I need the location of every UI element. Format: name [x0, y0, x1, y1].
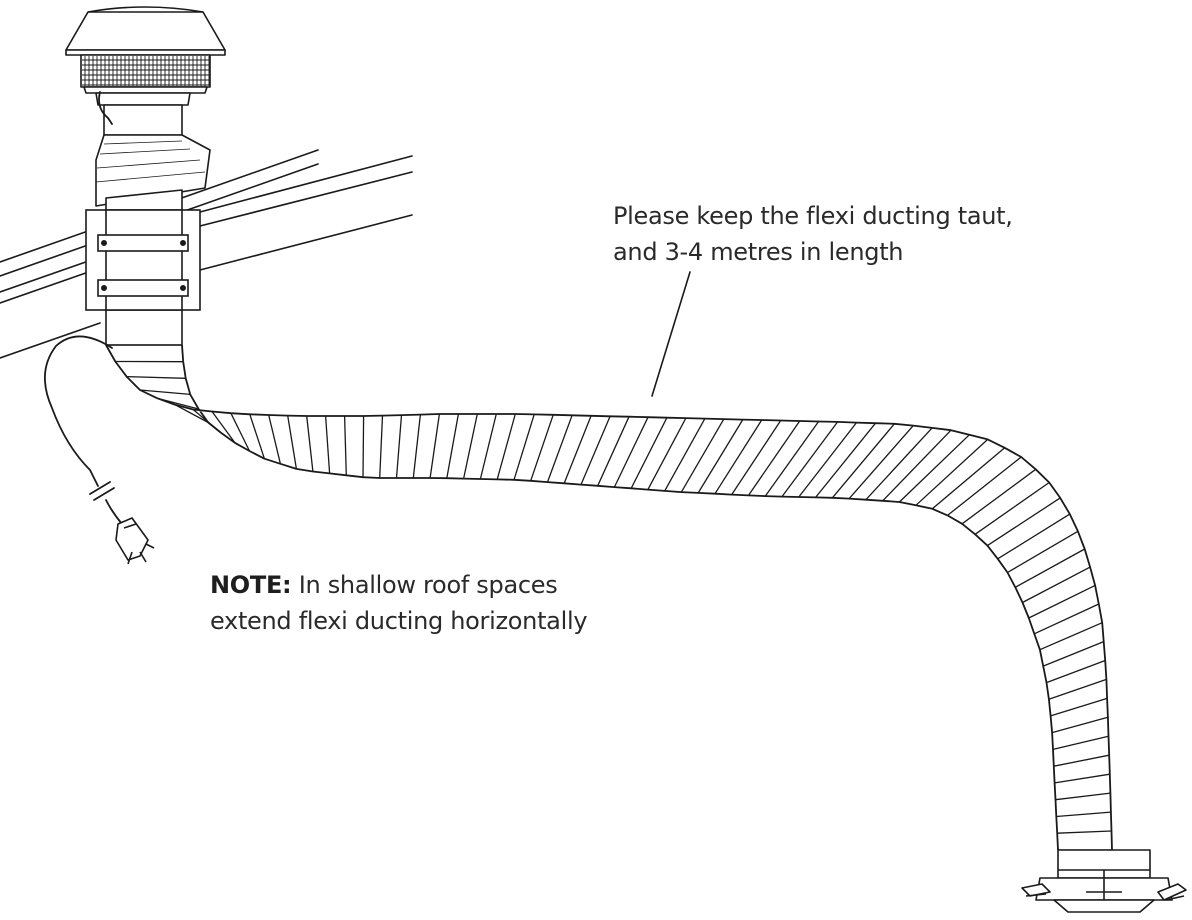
duct-rib — [174, 404, 209, 424]
duct-rib — [126, 375, 186, 379]
duct-rib — [898, 434, 970, 503]
duct-rib — [1014, 548, 1086, 588]
duct-rib — [268, 414, 282, 464]
duct-rib — [974, 481, 1050, 535]
note-line1: NOTE: In shallow roof spaces — [210, 567, 587, 603]
duct-rib — [139, 389, 191, 396]
duct-rib — [1028, 584, 1096, 619]
duct-rib — [664, 418, 706, 492]
duct-rib — [731, 420, 782, 495]
duct-rib — [947, 456, 1022, 516]
duct-rib — [1042, 640, 1104, 667]
duct-rib — [931, 447, 1006, 510]
duct-rib — [496, 413, 516, 480]
duct-rib — [249, 414, 266, 459]
callout-shallow-roof-note: NOTE: In shallow roof spaces extend flex… — [210, 567, 588, 639]
duct-rib — [882, 429, 952, 502]
plug-icon — [115, 517, 155, 565]
duct-rib — [781, 421, 839, 497]
duct-rib — [613, 416, 649, 488]
duct-rib — [1048, 678, 1107, 700]
duct-rib — [831, 423, 895, 499]
duct-rib — [747, 420, 801, 496]
duct-rib — [563, 415, 592, 484]
duct-rib — [1053, 754, 1110, 767]
duct-rib — [324, 415, 331, 474]
flexi-duct-icon — [105, 344, 1113, 851]
power-cord-icon — [43, 91, 123, 525]
note-text-line1: In shallow roof spaces — [298, 571, 558, 599]
duct-rib — [1055, 792, 1111, 801]
duct-rib — [1051, 716, 1109, 734]
duct-rib — [1022, 566, 1091, 604]
duct-rib — [630, 417, 668, 489]
duct-rib — [462, 413, 478, 479]
duct-rib — [680, 418, 725, 493]
duct-rib — [230, 412, 251, 452]
duct-rib — [546, 415, 573, 483]
callout-length-line1: Please keep the flexi ducting taut, — [613, 202, 1013, 230]
duct-rib — [362, 415, 365, 478]
duct-rib — [395, 415, 403, 479]
duct-rib — [192, 409, 222, 434]
duct-rib — [647, 417, 687, 490]
duct-rib — [597, 416, 630, 487]
duct-rib — [156, 397, 199, 410]
duct-rib — [1052, 735, 1109, 751]
duct-rib — [446, 413, 460, 479]
duct-rib — [479, 413, 497, 480]
duct-rib — [1050, 697, 1108, 717]
duct-rib — [580, 416, 611, 485]
duct-rib — [1046, 659, 1106, 684]
duct-rib — [412, 414, 422, 479]
duct-rib — [697, 419, 744, 494]
ceiling-diffuser-icon — [1021, 849, 1187, 913]
duct-rib — [848, 425, 914, 500]
duct-rib — [1054, 773, 1110, 784]
duct-rib — [513, 414, 535, 480]
note-label: NOTE: — [210, 571, 292, 599]
mounting-bracket-icon — [85, 209, 201, 311]
duct-rib — [1007, 530, 1079, 574]
duct-rib — [343, 415, 347, 476]
duct-rib — [1056, 811, 1111, 818]
callout-length-line2: and 3-4 metres in length — [613, 238, 904, 266]
duct-rib — [530, 414, 554, 482]
duct-rib — [287, 415, 298, 470]
duct-rib — [961, 468, 1037, 525]
duct-rib — [865, 427, 933, 501]
duct-rib — [379, 415, 384, 479]
duct-rib — [714, 419, 763, 495]
duct-rib — [997, 513, 1071, 560]
duct-rib — [764, 421, 820, 497]
callout-leader-line — [651, 271, 691, 397]
note-text-line2: extend flexi ducting horizontally — [210, 607, 588, 635]
callout-duct-length: Please keep the flexi ducting taut, and … — [613, 198, 1013, 270]
duct-rib — [429, 413, 441, 479]
duct-rib — [815, 422, 877, 498]
duct-rib — [798, 422, 858, 498]
duct-rib — [211, 411, 236, 444]
duct-rib — [306, 415, 314, 472]
duct-rib — [1039, 622, 1103, 651]
duct-rib — [915, 438, 989, 506]
duct-rib — [987, 497, 1061, 547]
duct-rib — [1057, 830, 1112, 834]
duct-rib — [1034, 603, 1100, 635]
